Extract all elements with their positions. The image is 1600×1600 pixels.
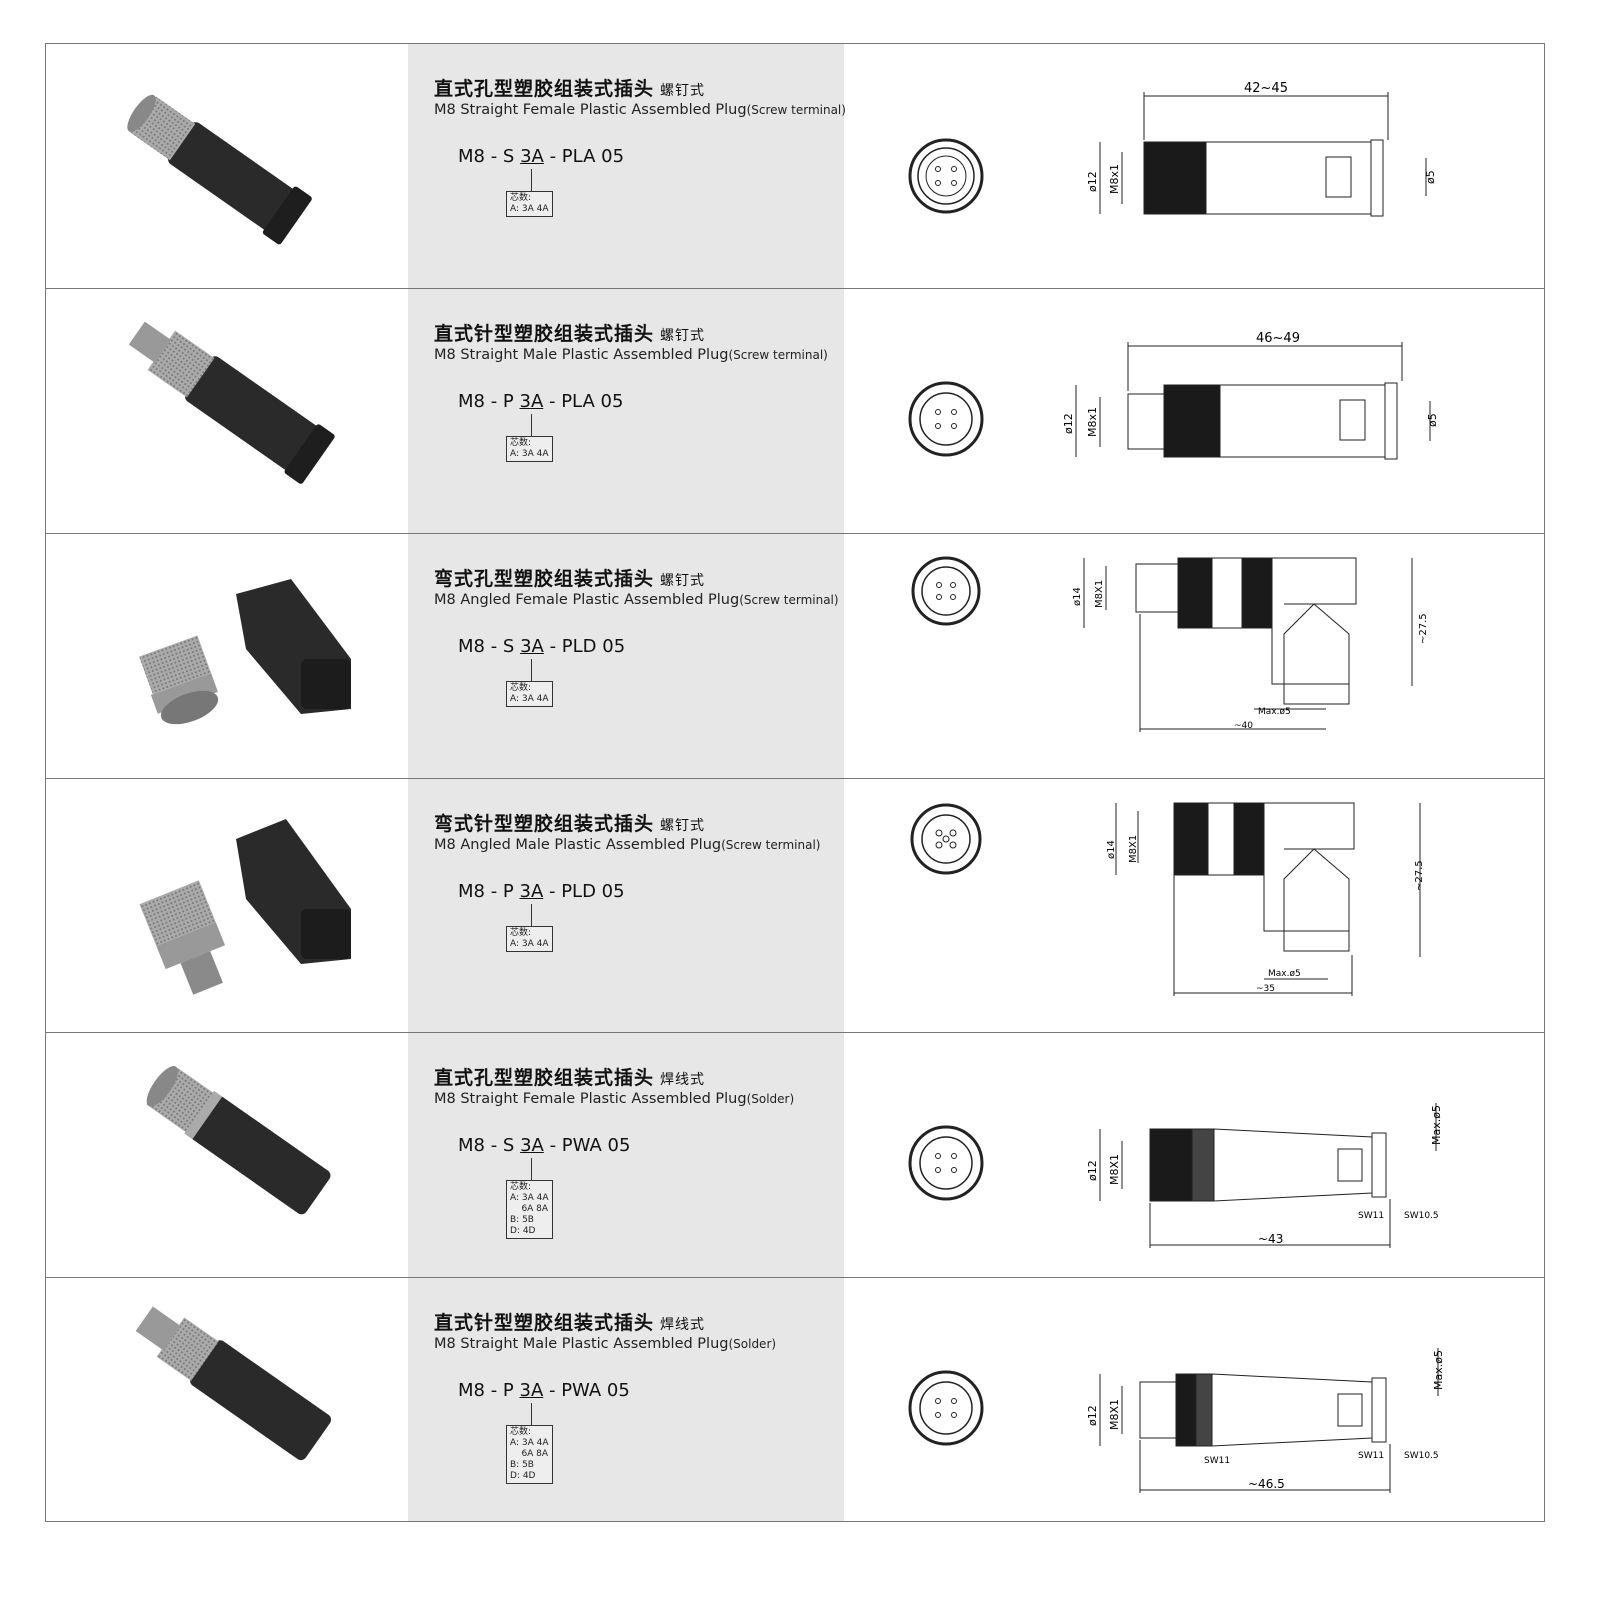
product-title-zh: 直式孔型塑胶组装式插头焊线式 (434, 1067, 706, 1089)
svg-text:SW10.5: SW10.5 (1404, 1211, 1439, 1221)
product-title-en: M8 Straight Male Plastic Assembled Plug(… (434, 347, 828, 363)
product-info: 直式孔型塑胶组装式插头焊线式 M8 Straight Female Plasti… (408, 1033, 844, 1277)
pin-count-box: 芯数:A: 3A 4A (506, 681, 553, 707)
face-view (908, 138, 984, 214)
product-info: 直式孔型塑胶组装式插头螺钉式 M8 Straight Female Plasti… (408, 44, 846, 288)
svg-text:Max.ø5: Max.ø5 (1432, 1350, 1445, 1390)
product-title-zh: 弯式孔型塑胶组装式插头螺钉式 (434, 568, 706, 590)
svg-text:SW11: SW11 (1358, 1451, 1384, 1461)
pin-count-box: 芯数:A: 3A 4A (506, 926, 553, 952)
product-info: 弯式孔型塑胶组装式插头螺钉式 M8 Angled Female Plastic … (408, 534, 844, 778)
svg-text:~27.5: ~27.5 (1414, 860, 1425, 891)
part-code: M8 - S 3A - PLA 05 (458, 146, 625, 167)
svg-text:SW11: SW11 (1358, 1211, 1384, 1221)
part-code: M8 - S 3A - PLD 05 (458, 636, 626, 657)
product-row: 弯式针型塑胶组装式插头螺钉式 M8 Angled Male Plastic As… (45, 778, 1545, 1032)
product-catalog: 直式孔型塑胶组装式插头螺钉式 M8 Straight Female Plasti… (45, 43, 1545, 1522)
product-row: 直式针型塑胶组装式插头焊线式 M8 Straight Male Plastic … (45, 1277, 1545, 1522)
part-code: M8 - S 3A - PWA 05 (458, 1135, 631, 1156)
svg-text:42~45: 42~45 (1244, 81, 1288, 96)
product-title-zh: 直式针型塑胶组装式插头螺钉式 (434, 323, 706, 345)
product-title-en: M8 Straight Female Plastic Assembled Plu… (434, 102, 846, 118)
part-code: M8 - P 3A - PLD 05 (458, 881, 625, 902)
product-photo (46, 779, 408, 1032)
svg-text:~43: ~43 (1258, 1232, 1283, 1246)
product-row: 直式孔型塑胶组装式插头焊线式 M8 Straight Female Plasti… (45, 1032, 1545, 1277)
svg-text:ø12: ø12 (1086, 171, 1099, 192)
product-photo (46, 1033, 408, 1277)
product-title-en: M8 Angled Female Plastic Assembled Plug(… (434, 592, 839, 608)
svg-text:~27.5: ~27.5 (1418, 613, 1429, 644)
product-title-en: M8 Straight Male Plastic Assembled Plug(… (434, 1336, 777, 1352)
svg-text:ø12: ø12 (1062, 413, 1075, 434)
svg-text:~35: ~35 (1256, 984, 1275, 994)
technical-drawing: 46~49 ø12 M8x1 ø5 (844, 289, 1544, 533)
svg-text:M8x1: M8x1 (1086, 407, 1099, 437)
product-row: 直式孔型塑胶组装式插头螺钉式 M8 Straight Female Plasti… (45, 43, 1545, 288)
product-title-en: M8 Straight Female Plastic Assembled Plu… (434, 1091, 795, 1107)
svg-text:ø14: ø14 (1106, 840, 1117, 859)
pin-count-box: 芯数:A: 3A 4A (506, 436, 553, 462)
svg-text:SW11: SW11 (1204, 1456, 1230, 1466)
product-photo (46, 1278, 408, 1521)
product-photo (46, 534, 408, 778)
part-code: M8 - P 3A - PWA 05 (458, 1380, 630, 1401)
svg-text:~46.5: ~46.5 (1248, 1477, 1285, 1491)
svg-text:ø5: ø5 (1424, 170, 1437, 184)
product-photo (46, 289, 408, 533)
svg-text:ø12: ø12 (1086, 1405, 1099, 1426)
product-info: 直式针型塑胶组装式插头螺钉式 M8 Straight Male Plastic … (408, 289, 844, 533)
product-title-zh: 直式针型塑胶组装式插头焊线式 (434, 1312, 706, 1334)
svg-text:ø12: ø12 (1086, 1160, 1099, 1181)
technical-drawing: 42~45 ø12 M8x1 ø5 (844, 44, 1544, 288)
product-title-zh: 直式孔型塑胶组装式插头螺钉式 (434, 78, 706, 100)
product-title-en: M8 Angled Male Plastic Assembled Plug(Sc… (434, 837, 821, 853)
pin-count-box: 芯数:A: 3A 4A 6A 8A B: 5B D: 4D (506, 1425, 553, 1484)
svg-text:M8X1: M8X1 (1108, 1154, 1121, 1185)
product-info: 直式针型塑胶组装式插头焊线式 M8 Straight Male Plastic … (408, 1278, 844, 1521)
svg-text:Max.ø5: Max.ø5 (1268, 969, 1301, 979)
product-row: 弯式孔型塑胶组装式插头螺钉式 M8 Angled Female Plastic … (45, 533, 1545, 778)
product-title-zh: 弯式针型塑胶组装式插头螺钉式 (434, 813, 706, 835)
svg-text:M8X1: M8X1 (1094, 580, 1105, 608)
svg-text:M8X1: M8X1 (1128, 835, 1139, 863)
svg-text:Max.ø5: Max.ø5 (1430, 1105, 1443, 1145)
pin-count-box: 芯数:A: 3A 4A (506, 191, 553, 217)
svg-text:Max.ø5: Max.ø5 (1258, 707, 1291, 717)
technical-drawing: ø12 M8X1 Max.ø5 SW11 SW11 SW10.5 ~46.5 (844, 1278, 1544, 1521)
technical-drawing: ø14 M8X1 ~27.5 Max.ø5 ~40 (844, 534, 1544, 778)
product-row: 直式针型塑胶组装式插头螺钉式 M8 Straight Male Plastic … (45, 288, 1545, 533)
svg-text:M8X1: M8X1 (1108, 1399, 1121, 1430)
svg-text:ø5: ø5 (1426, 413, 1439, 427)
product-info: 弯式针型塑胶组装式插头螺钉式 M8 Angled Male Plastic As… (408, 779, 844, 1032)
product-photo (46, 44, 408, 288)
technical-drawing: ø12 M8X1 Max.ø5 SW11 SW10.5 ~43 (844, 1033, 1544, 1277)
svg-text:SW10.5: SW10.5 (1404, 1451, 1439, 1461)
svg-text:M8x1: M8x1 (1108, 164, 1121, 194)
part-code: M8 - P 3A - PLA 05 (458, 391, 624, 412)
svg-text:ø14: ø14 (1072, 587, 1083, 606)
technical-drawing: ø14 M8X1 ~27.5 Max.ø5 ~35 (844, 779, 1544, 1032)
svg-text:46~49: 46~49 (1256, 331, 1300, 346)
pin-count-box: 芯数:A: 3A 4A 6A 8A B: 5B D: 4D (506, 1180, 553, 1239)
svg-text:~40: ~40 (1234, 721, 1253, 731)
